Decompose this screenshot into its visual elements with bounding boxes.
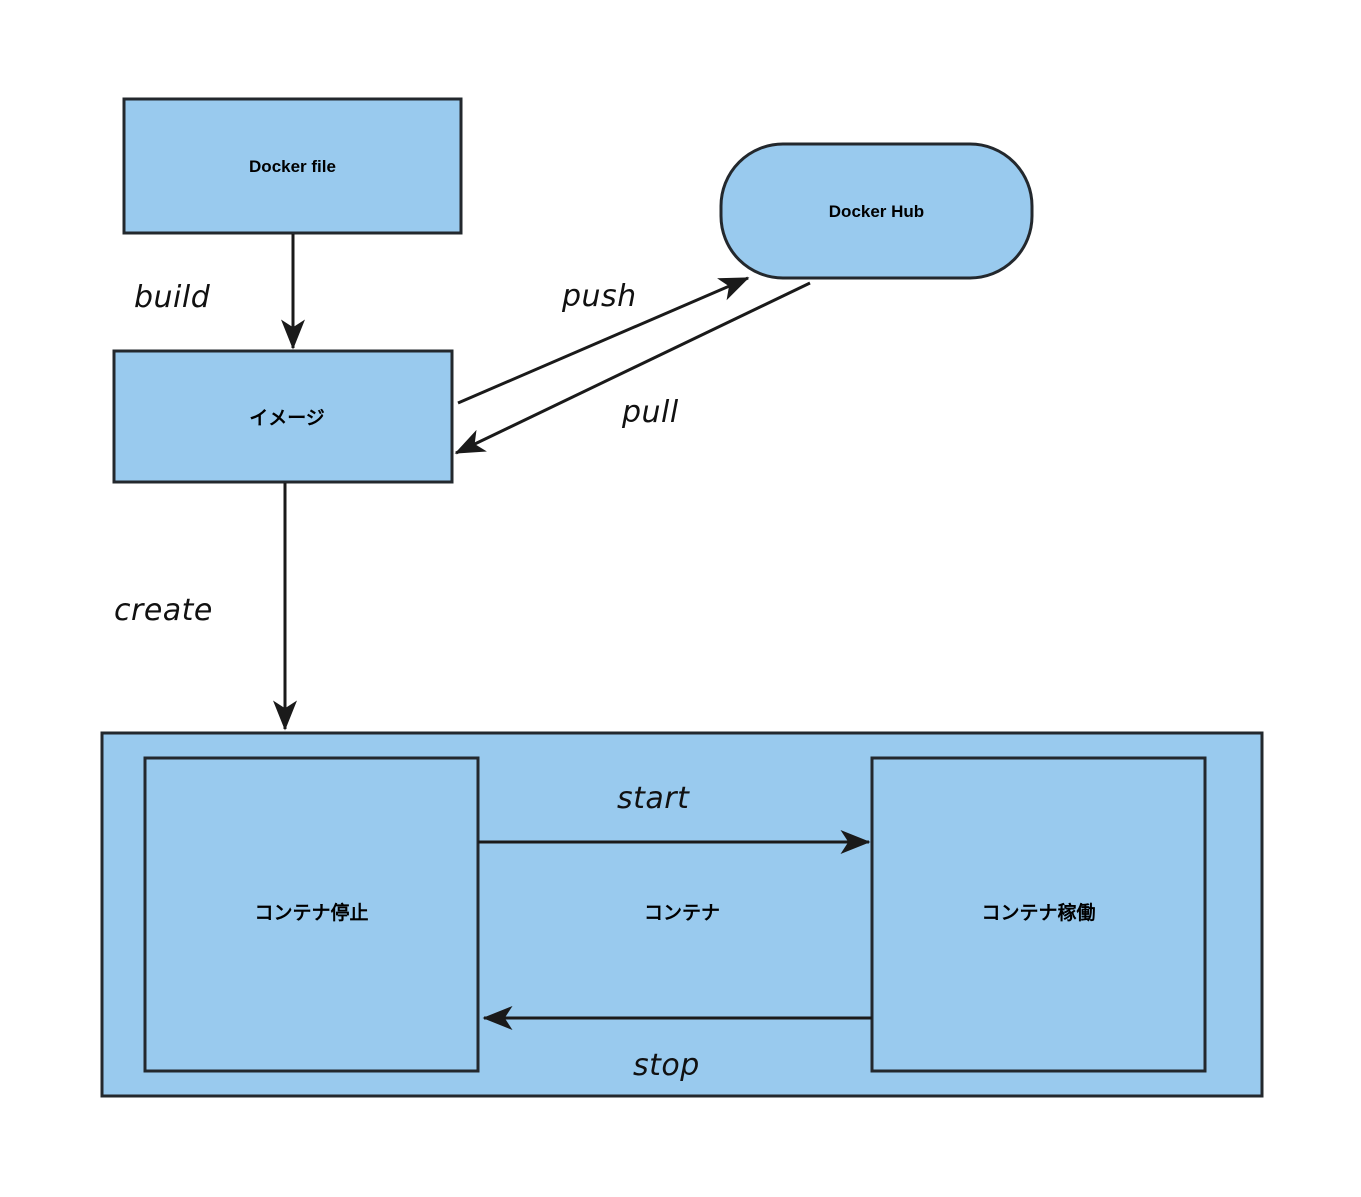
edge-start[interactable]: start xyxy=(478,781,871,854)
image-box-border xyxy=(112,349,454,484)
edge-push[interactable]: push xyxy=(457,276,750,405)
container-running-fill xyxy=(872,758,1205,1071)
node-image[interactable]: イメージ xyxy=(112,349,454,484)
build-label: build xyxy=(134,280,211,315)
push-arrow xyxy=(457,276,750,405)
edge-build[interactable]: build xyxy=(134,234,305,350)
container-group-label: コンテナ xyxy=(644,902,720,924)
node-dockerhub[interactable]: Docker Hub xyxy=(719,142,1034,280)
node-container-stopped[interactable]: コンテナ停止 xyxy=(143,756,480,1073)
dockerfile-box-border xyxy=(122,97,463,235)
edge-stop[interactable]: stop xyxy=(482,1006,872,1083)
image-box-fill xyxy=(114,351,452,482)
node-container-running[interactable]: コンテナ稼働 xyxy=(870,756,1207,1073)
stop-label: stop xyxy=(633,1048,700,1083)
edge-pull[interactable]: pull xyxy=(454,281,811,455)
dockerhub-label: Docker Hub xyxy=(829,202,924,221)
start-label: start xyxy=(617,781,690,816)
dockerhub-box-border xyxy=(719,142,1034,280)
dockerfile-label: Docker file xyxy=(249,157,336,176)
container-stopped-label: コンテナ停止 xyxy=(254,901,368,924)
dockerhub-box-fill xyxy=(721,144,1032,278)
create-label: create xyxy=(114,593,213,628)
container-running-border xyxy=(870,756,1207,1073)
container-group-border xyxy=(100,731,1264,1098)
node-dockerfile[interactable]: Docker file xyxy=(122,97,463,235)
container-stopped-border xyxy=(143,756,480,1073)
container-stopped-fill xyxy=(145,758,478,1071)
edge-create[interactable]: create xyxy=(114,483,297,731)
container-running-label: コンテナ稼働 xyxy=(981,901,1095,924)
pull-arrow xyxy=(454,281,811,455)
pull-label: pull xyxy=(621,395,679,430)
image-label: イメージ xyxy=(249,407,325,429)
push-label: push xyxy=(561,279,637,314)
dockerfile-box-fill xyxy=(124,99,461,233)
